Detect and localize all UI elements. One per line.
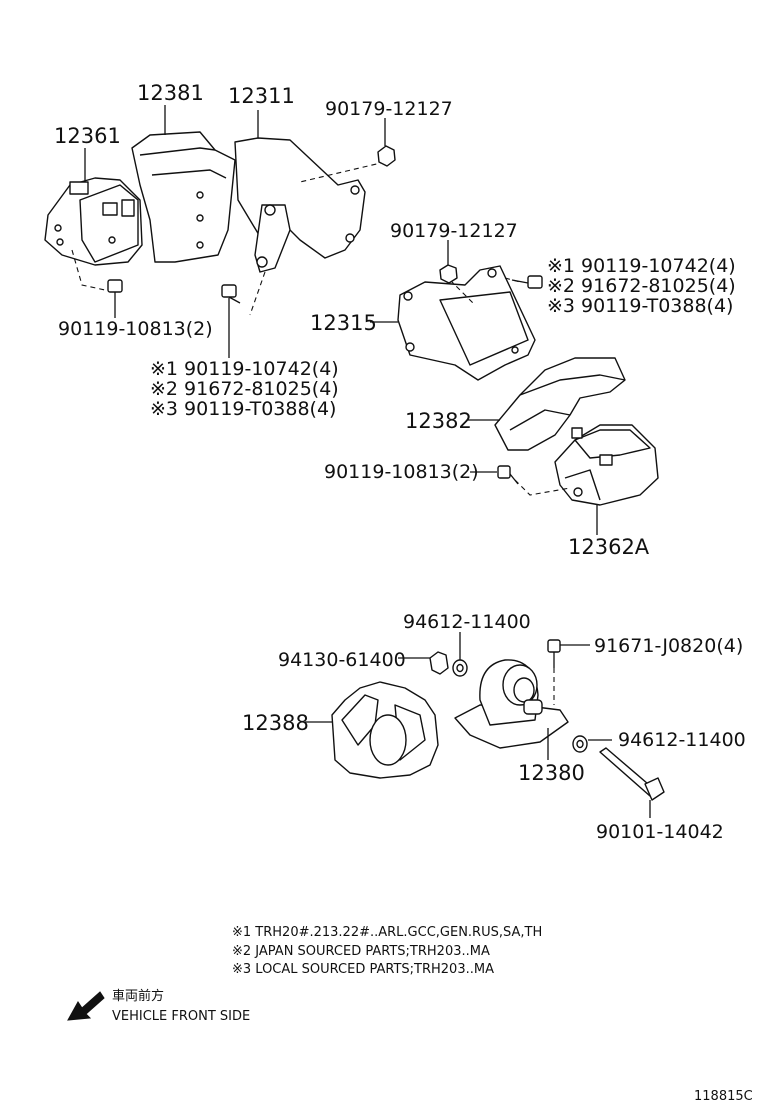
bracket-12315 (397, 265, 536, 381)
part-label-12362a: 12362A (568, 535, 650, 559)
part-label-washer-right: 94612-11400 (618, 729, 746, 751)
part-label-12311: 12311 (228, 84, 295, 108)
bracket-12311 (234, 137, 366, 273)
part-label-nut-upper-left: 90179-12127 (325, 98, 453, 120)
washer-icon (452, 659, 468, 677)
dash-bolt-left-set (249, 271, 266, 316)
part-label-bolt-right-set-3: ※3 90119-T0388(4) (547, 295, 733, 317)
part-label-bolt-right-set-2: ※2 91672-81025(4) (547, 275, 736, 297)
part-label-bolt-left-set-1: ※1 90119-10742(4) (150, 358, 339, 380)
long-bolt-icon (599, 747, 665, 801)
nut-icon (429, 651, 449, 675)
nut-icon (377, 145, 396, 167)
part-label-bolt-left-2: 90119-10813(2) (58, 318, 213, 340)
part-label-bolt-right-set-1: ※1 90119-10742(4) (547, 255, 736, 277)
part-label-bolt-right-2: 90119-10813(2) (324, 461, 479, 483)
dash-12361 (71, 249, 106, 291)
part-label-bolt-left-set-2: ※2 91672-81025(4) (150, 378, 339, 400)
dash-nut-upper-left (299, 161, 386, 183)
insulator-12382 (494, 357, 626, 451)
part-label-12381: 12381 (137, 81, 204, 105)
part-label-12315: 12315 (310, 311, 377, 335)
part-label-long-bolt: 90101-14042 (596, 821, 724, 843)
direction-label-en: VEHICLE FRONT SIDE (112, 1009, 250, 1024)
part-label-12361: 12361 (54, 124, 121, 148)
figure-code: 118815C (694, 1089, 753, 1104)
dash-nut-upper-right (449, 279, 476, 306)
bolt-icon (511, 275, 543, 289)
part-label-nut-upper-right: 90179-12127 (390, 220, 518, 242)
part-label-12382: 12382 (405, 409, 472, 433)
stopper-12388 (331, 681, 439, 779)
note-1: ※1 TRH20#.213.22#..ARL.GCC,GEN.RUS,SA,TH (232, 925, 542, 940)
part-label-washer-top: 94612-11400 (403, 611, 531, 633)
direction-label-jp: 車両前方 (112, 988, 164, 1004)
part-label-12388: 12388 (242, 711, 309, 735)
part-label-bolt-left-set-3: ※3 90119-T0388(4) (150, 398, 336, 420)
part-label-nut-lower: 94130-61400 (278, 649, 406, 671)
vehicle-front-arrow-icon (67, 991, 105, 1021)
nut-icon (439, 264, 458, 284)
engine-mount-12362a (554, 424, 659, 506)
engine-mount-12361 (44, 177, 143, 266)
dash-bolt-right-2 (514, 479, 571, 496)
bolt-icon (107, 279, 123, 305)
bolt-icon (547, 639, 561, 668)
engine-mount-12380 (454, 659, 569, 749)
bolt-icon (497, 465, 519, 485)
note-3: ※3 LOCAL SOURCED PARTS;TRH203..MA (232, 962, 494, 977)
insulator-12381 (131, 131, 236, 263)
note-2: ※2 JAPAN SOURCED PARTS;TRH203..MA (232, 944, 490, 959)
bolt-icon (221, 284, 241, 304)
part-label-bolt-lower: 91671-J0820(4) (594, 635, 743, 657)
part-label-12380: 12380 (518, 761, 585, 785)
washer-icon (572, 735, 588, 753)
